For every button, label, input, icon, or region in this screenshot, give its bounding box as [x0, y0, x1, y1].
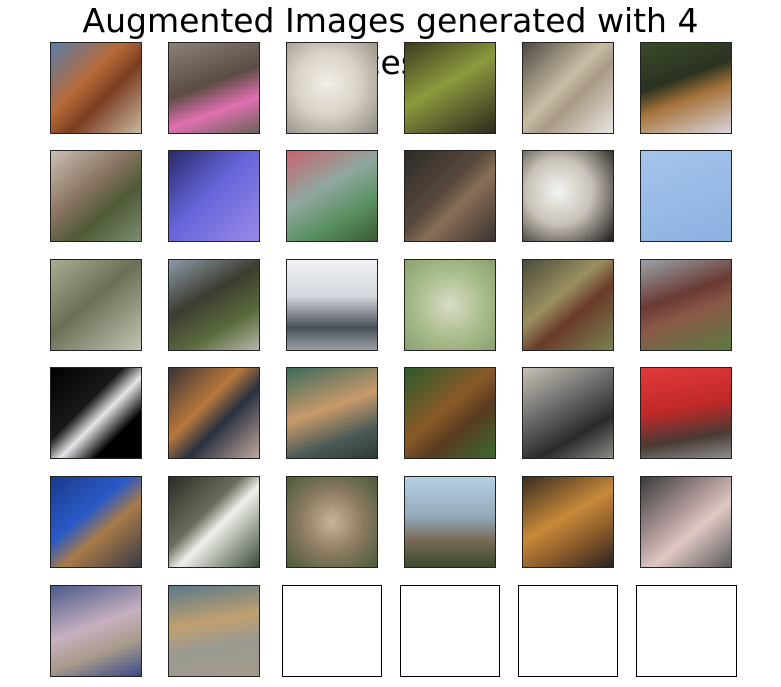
image-thumbnail — [287, 477, 377, 567]
augmented-image — [50, 585, 142, 677]
augmented-image — [640, 42, 732, 134]
image-thumbnail — [169, 43, 259, 133]
augmented-image — [168, 585, 260, 677]
augmented-image — [404, 259, 496, 351]
figure-title: Augmented Images generated with 4 proces… — [82, 1, 699, 82]
image-thumbnail — [523, 151, 613, 241]
augmented-image — [50, 476, 142, 568]
image-thumbnail — [641, 260, 731, 350]
image-thumbnail — [405, 43, 495, 133]
image-thumbnail — [405, 151, 495, 241]
image-thumbnail — [405, 477, 495, 567]
augmented-image — [522, 42, 614, 134]
augmented-image — [286, 42, 378, 134]
augmented-image — [50, 150, 142, 242]
image-thumbnail — [169, 151, 259, 241]
image-thumbnail — [287, 260, 377, 350]
augmented-image — [640, 367, 732, 459]
augmented-image — [168, 367, 260, 459]
augmented-image — [168, 259, 260, 351]
augmented-image — [168, 42, 260, 134]
augmented-image — [522, 476, 614, 568]
image-thumbnail — [51, 151, 141, 241]
image-thumbnail — [523, 260, 613, 350]
augmented-image — [522, 150, 614, 242]
image-thumbnail — [169, 368, 259, 458]
empty-subplot — [636, 585, 737, 677]
augmented-image — [286, 367, 378, 459]
augmented-image — [286, 476, 378, 568]
image-thumbnail — [641, 43, 731, 133]
augmented-image — [168, 150, 260, 242]
image-thumbnail — [51, 477, 141, 567]
image-thumbnail — [287, 43, 377, 133]
augmented-image — [640, 259, 732, 351]
empty-subplot — [518, 585, 618, 677]
image-thumbnail — [51, 43, 141, 133]
empty-subplot — [282, 585, 382, 677]
augmented-image — [168, 476, 260, 568]
augmented-image — [404, 476, 496, 568]
image-thumbnail — [169, 477, 259, 567]
image-thumbnail — [169, 586, 259, 676]
image-thumbnail — [523, 368, 613, 458]
image-thumbnail — [51, 586, 141, 676]
augmented-image — [404, 42, 496, 134]
augmented-image — [50, 42, 142, 134]
image-thumbnail — [523, 477, 613, 567]
augmented-image — [640, 150, 732, 242]
augmented-image — [286, 259, 378, 351]
augmented-image — [286, 150, 378, 242]
image-thumbnail — [169, 260, 259, 350]
image-thumbnail — [641, 151, 731, 241]
augmented-image — [50, 259, 142, 351]
augmented-image — [522, 259, 614, 351]
augmented-image — [522, 367, 614, 459]
augmented-image — [640, 476, 732, 568]
augmented-image — [404, 150, 496, 242]
image-thumbnail — [405, 260, 495, 350]
image-thumbnail — [51, 260, 141, 350]
empty-subplot — [400, 585, 500, 677]
augmented-image — [404, 367, 496, 459]
image-thumbnail — [51, 368, 141, 458]
image-thumbnail — [287, 151, 377, 241]
augmented-image — [50, 367, 142, 459]
image-thumbnail — [287, 368, 377, 458]
image-thumbnail — [641, 368, 731, 458]
image-thumbnail — [523, 43, 613, 133]
image-thumbnail — [405, 368, 495, 458]
image-thumbnail — [641, 477, 731, 567]
